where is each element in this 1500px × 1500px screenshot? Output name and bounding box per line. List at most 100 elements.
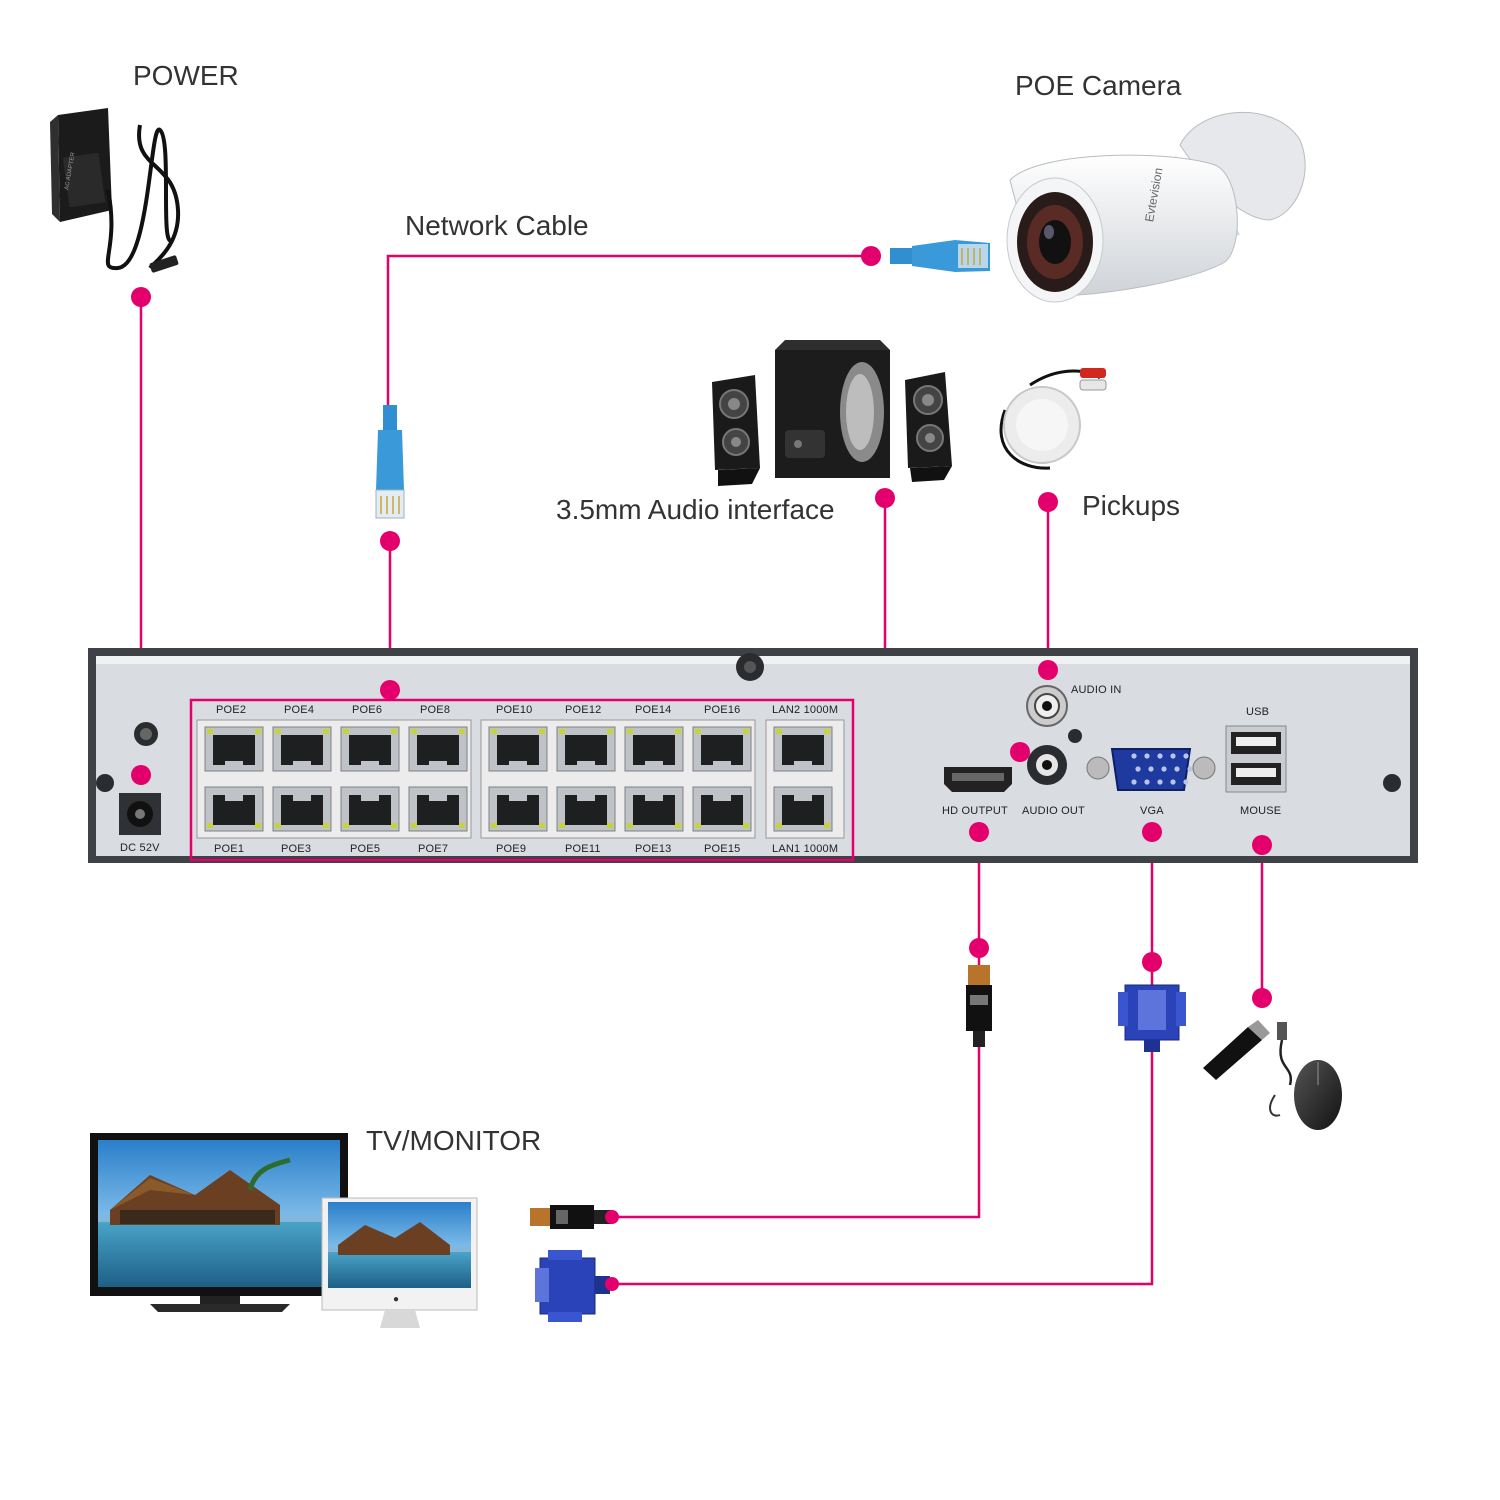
rj45-port <box>773 726 833 772</box>
vga-pin <box>1183 753 1189 759</box>
vga-end-dot <box>605 1277 619 1291</box>
pickup-dot <box>1038 492 1058 512</box>
rj45-port <box>340 726 400 772</box>
hdmi-connector <box>966 965 992 1047</box>
vga-pin <box>1161 766 1167 772</box>
port-label-poe14: POE14 <box>635 704 672 716</box>
power-dot <box>131 287 151 307</box>
rj45-port <box>556 786 616 832</box>
port-label-lan2: LAN2 1000M <box>772 704 839 716</box>
vga-pin <box>1187 766 1193 772</box>
svg-text:●: ● <box>393 1294 399 1305</box>
hd-output-label: HD OUTPUT <box>942 805 1008 817</box>
rj45-port <box>204 726 264 772</box>
rj45-port <box>624 786 684 832</box>
port-label-poe2: POE2 <box>216 704 247 716</box>
port-label-poe5: POE5 <box>350 843 381 855</box>
rj45-ports <box>204 726 833 832</box>
vga-pin <box>1131 779 1137 785</box>
usb-dot <box>1252 988 1272 1008</box>
port-label-poe6: POE6 <box>352 704 383 716</box>
audio-interface-label: 3.5mm Audio interface <box>556 494 835 525</box>
port-label-poe12: POE12 <box>565 704 602 716</box>
vga-pin <box>1174 766 1180 772</box>
rj45-port <box>204 786 264 832</box>
mouse-label: MOUSE <box>1240 805 1282 817</box>
vga-connector <box>1118 984 1186 1052</box>
port-label-poe3: POE3 <box>281 843 312 855</box>
hdmi-connector-horizontal <box>530 1205 612 1229</box>
hdmi-line <box>612 832 981 1219</box>
rj45-port <box>692 726 752 772</box>
rj45-port <box>408 726 468 772</box>
network-dot <box>380 531 400 551</box>
nvr-device <box>88 648 1418 863</box>
port-label-poe4: POE4 <box>284 704 315 716</box>
audio-out-dot <box>1010 742 1030 762</box>
dc-label: DC 52V <box>120 842 160 854</box>
tv-monitor-label: TV/MONITOR <box>366 1125 542 1156</box>
rj45-connector <box>375 405 405 519</box>
port-label-poe7: POE7 <box>418 843 449 855</box>
power-adapter: AC ADAPTER <box>50 108 181 273</box>
power-label: POWER <box>133 60 239 91</box>
rj45-port <box>773 786 833 832</box>
usb-port-dot <box>1252 835 1272 855</box>
port-label-poe15: POE15 <box>704 843 741 855</box>
usb-stick-and-mouse <box>1203 1020 1342 1130</box>
vga-pin <box>1157 779 1163 785</box>
poe-camera: Evtevision <box>1006 111 1306 303</box>
rj45-port <box>408 786 468 832</box>
port-label-poe13: POE13 <box>635 843 672 855</box>
hdmi-end-dot <box>605 1210 619 1224</box>
vga-pin <box>1144 779 1150 785</box>
vga-line <box>612 832 1154 1286</box>
rj45-port <box>556 726 616 772</box>
vga-pin <box>1135 766 1141 772</box>
vga-pin <box>1148 766 1154 772</box>
audio-in-label: AUDIO IN <box>1071 684 1122 696</box>
vga-pin <box>1144 753 1150 759</box>
rj45-port <box>488 726 548 772</box>
vga-port-dot <box>1142 822 1162 842</box>
port-label-poe1: POE1 <box>214 843 245 855</box>
vga-pin <box>1157 753 1163 759</box>
usb-label: USB <box>1246 706 1270 718</box>
rj45-port <box>340 786 400 832</box>
audio-in-dot <box>1038 660 1058 680</box>
rj45-port <box>272 726 332 772</box>
hdmi-port-dot <box>969 822 989 842</box>
vga-dot <box>1142 952 1162 972</box>
speakers <box>712 340 952 486</box>
port-label-poe10: POE10 <box>496 704 533 716</box>
vga-pin <box>1131 753 1137 759</box>
pickup-mic <box>999 368 1107 470</box>
vga-pin <box>1170 753 1176 759</box>
pickups-label: Pickups <box>1082 490 1181 521</box>
port-label-lan1: LAN1 1000M <box>772 843 839 855</box>
port-label-poe8: POE8 <box>420 704 451 716</box>
dc-dot <box>131 765 151 785</box>
rj45-port <box>488 786 548 832</box>
rj45-port <box>272 786 332 832</box>
poe-camera-label: POE Camera <box>1015 70 1182 101</box>
rj45-port <box>692 786 752 832</box>
port-label-poe9: POE9 <box>496 843 527 855</box>
network-line-top <box>386 254 871 405</box>
audio-dot <box>875 488 895 508</box>
vga-label: VGA <box>1140 805 1164 817</box>
nvr-dots <box>131 660 1272 855</box>
rj45-port <box>624 726 684 772</box>
vga-connector-horizontal <box>535 1250 610 1322</box>
camera-dot <box>861 246 881 266</box>
audio-out-label: AUDIO OUT <box>1022 805 1085 817</box>
vga-pin <box>1170 779 1176 785</box>
camera-rj45-connector <box>890 240 990 272</box>
vga-pin <box>1183 779 1189 785</box>
hdmi-dot <box>969 938 989 958</box>
network-cable-label: Network Cable <box>405 210 589 241</box>
poe-dot <box>380 680 400 700</box>
port-label-poe11: POE11 <box>565 843 601 855</box>
tv-monitors: ● <box>90 1133 478 1328</box>
